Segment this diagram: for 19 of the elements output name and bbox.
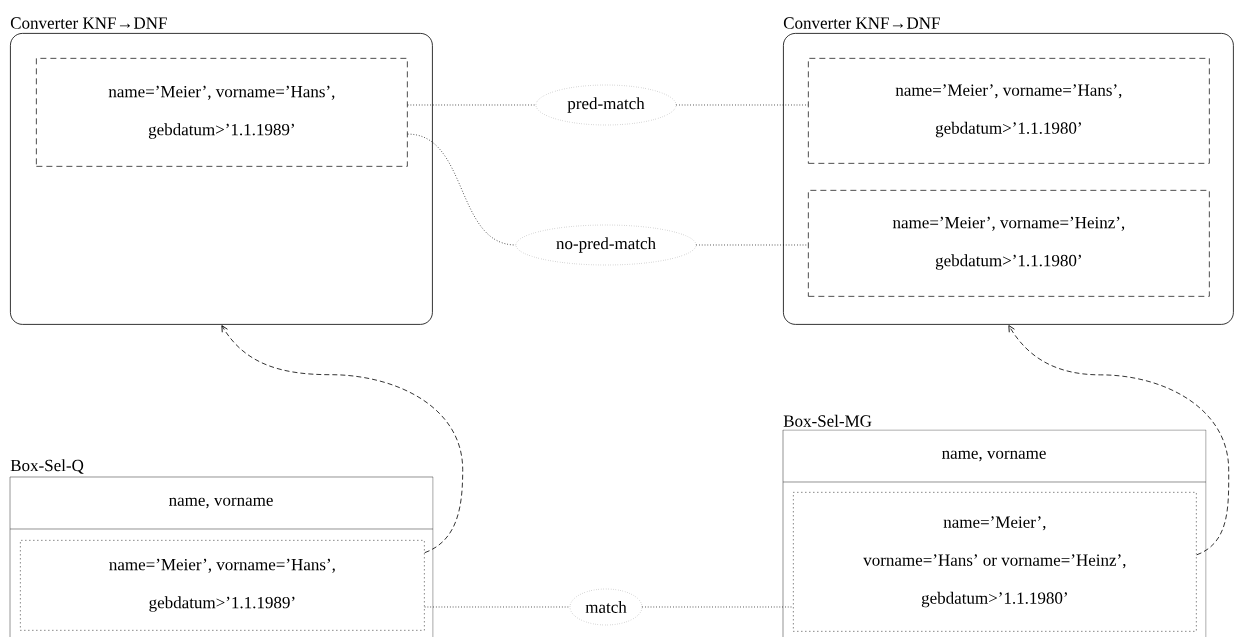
condition-box: name=’Meier’, vorname=’Hans’, gebdatum>’1.1.1989’ — [36, 58, 408, 167]
table-header: name, vorname — [942, 450, 1046, 462]
connector-line — [407, 104, 537, 106]
dashed-arrow — [221, 325, 464, 554]
condition-box: name=’Meier’, vorname=’Hans’, gebdatum>’1.1.1980’ — [808, 58, 1210, 164]
box-title: Box-Sel-Q — [10, 459, 84, 474]
box-title: Converter KNF→DNF — [783, 17, 940, 29]
connector-line — [407, 133, 517, 246]
box-title: Converter KNF→DNF — [10, 17, 167, 29]
box-title: Box-Sel-MG — [783, 414, 872, 427]
table-header: name, vorname — [169, 497, 273, 509]
condition-box: name=’Meier’, vorname=’Heinz’, gebdatum>’1.1.1980’ — [808, 190, 1210, 297]
dashed-arrow — [1008, 325, 1230, 556]
connector-line — [675, 104, 809, 106]
condition-box: name=’Meier’, vorname=’Hans’, gebdatum>’1.1.1989’ — [20, 540, 425, 631]
connector-line — [424, 606, 571, 608]
connector-line — [641, 606, 794, 608]
connector-line — [695, 244, 809, 246]
condition-box: name=’Meier’, vorname=’Hans’ or vorname=’Heinz’, gebdatum>’1.1.1980’ — [793, 492, 1197, 632]
